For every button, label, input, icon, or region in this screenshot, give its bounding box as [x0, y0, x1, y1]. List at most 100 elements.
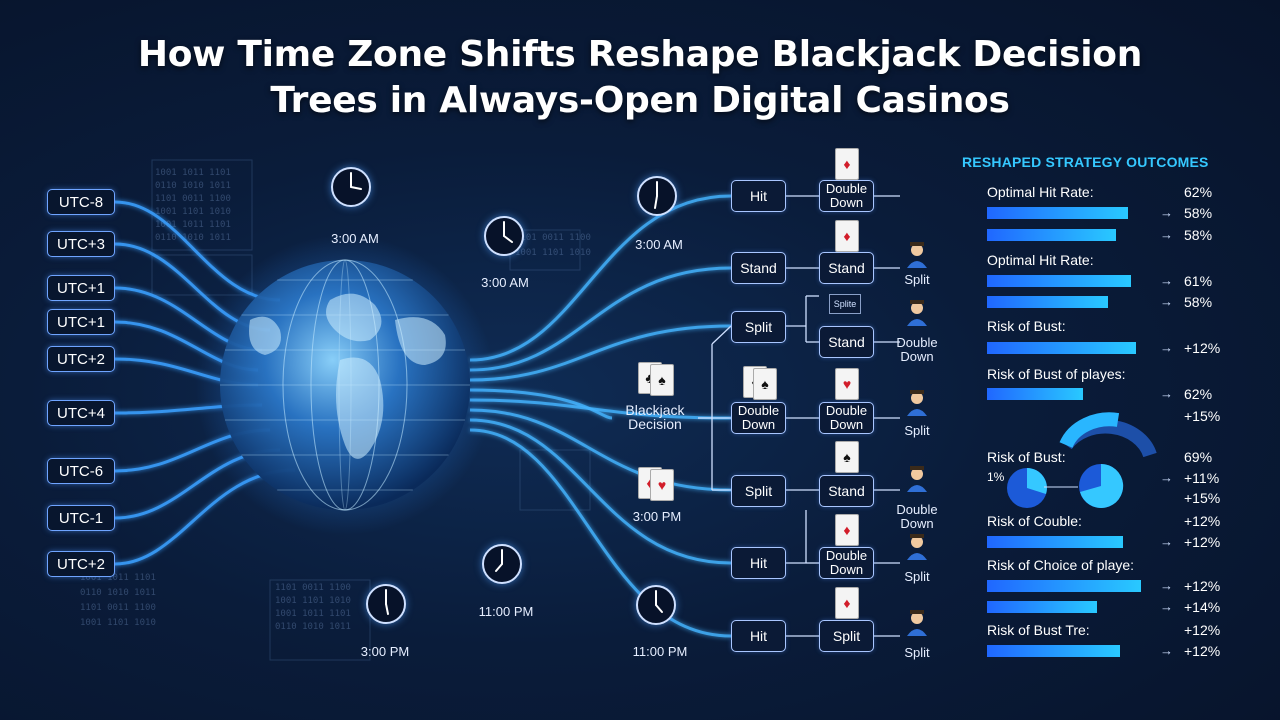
metric-bar [987, 296, 1153, 308]
title-line-1: How Time Zone Shifts Reshape Blackjack D… [137, 34, 1143, 75]
tree-node-hit: Hit [731, 620, 786, 652]
metric-value: +12% [1184, 578, 1221, 594]
metric-bar [987, 580, 1153, 592]
arrow-icon: → [1160, 340, 1173, 355]
svg-text:0110 1010 1011: 0110 1010 1011 [155, 181, 231, 191]
metric-bar-fill [987, 275, 1132, 287]
svg-text:1001 1011 1101: 1001 1011 1101 [275, 609, 351, 619]
metric-bar-fill [987, 536, 1124, 548]
card-icon: ♦ [835, 220, 859, 252]
metric-value: 58% [1184, 205, 1213, 221]
timezone-box: UTC-6 [47, 458, 115, 484]
outcome-label: Split [904, 423, 930, 438]
metric-value: 62% [1184, 184, 1213, 200]
metric-label: Optimal Hit Rate: [987, 252, 1094, 268]
metric-value: 58% [1184, 227, 1213, 243]
page-title: How Time Zone Shifts Reshape Blackjack D… [0, 32, 1280, 124]
tree-node-double-down: Double Down [819, 402, 874, 434]
metric-bar [987, 388, 1153, 400]
clock-label: 3:00 PM [360, 644, 410, 659]
metric-value: +12% [1184, 643, 1221, 659]
metric-label: Risk of Bust Tre: [987, 622, 1090, 638]
svg-text:1001 1101 1010: 1001 1101 1010 [80, 618, 156, 628]
metric-value: 62% [1184, 386, 1213, 402]
metric-bar-fill [987, 207, 1129, 219]
arrow-icon: → [1160, 205, 1173, 220]
panel-title: RESHAPED STRATEGY OUTCOMES [962, 154, 1209, 170]
clock-icon [636, 585, 676, 625]
tree-connectors [698, 195, 900, 637]
timezone-box: UTC-8 [47, 189, 115, 215]
metric-bar [987, 601, 1153, 613]
svg-text:1001 1011 1101: 1001 1011 1101 [155, 220, 231, 230]
metric-bar [987, 275, 1153, 287]
splite-card: Splite [829, 294, 861, 314]
metric-label: Optimal Hit Rate: [987, 184, 1094, 200]
clock-icon [484, 216, 524, 256]
svg-text:0110 1010 1011: 0110 1010 1011 [275, 622, 351, 632]
tree-node-split: Split [731, 475, 786, 507]
outcome-label: Double Down [896, 335, 938, 364]
metric-value: +12% [1184, 513, 1221, 529]
tree-node-stand: Stand [819, 326, 874, 358]
svg-text:1001 1011 1101: 1001 1011 1101 [80, 573, 156, 583]
metric-bar [987, 536, 1153, 548]
metric-label: Risk of Bust of playes: [987, 366, 1126, 382]
clock-label: 3:00 AM [635, 237, 683, 252]
card-icon: ♥ [650, 469, 674, 501]
arrow-icon: → [1160, 599, 1173, 614]
svg-text:1101 0011 1100: 1101 0011 1100 [80, 603, 156, 613]
arrow-icon: → [1160, 273, 1173, 288]
outcome-label: Double Down [896, 502, 938, 531]
clock-label: 11:00 PM [478, 604, 534, 619]
card-icon: ♠ [753, 368, 777, 400]
svg-text:0110 1010 1011: 0110 1010 1011 [155, 233, 231, 243]
tree-node-stand: Stand [731, 252, 786, 284]
metric-bar [987, 645, 1153, 657]
card-icon: ♥ [835, 368, 859, 400]
metric-value: +12% [1184, 340, 1221, 356]
svg-text:1101 0011 1100: 1101 0011 1100 [515, 233, 591, 243]
svg-text:1101 0011 1100: 1101 0011 1100 [155, 194, 231, 204]
outcome-label: Split [904, 272, 930, 287]
tree-node-hit: Hit [731, 547, 786, 579]
svg-text:1101 0011 1100: 1101 0011 1100 [275, 583, 351, 593]
timezone-box: UTC+1 [47, 275, 115, 301]
tree-node-stand: Stand [819, 475, 874, 507]
metric-bar-fill [987, 388, 1084, 400]
clock-label: 3:00 AM [481, 275, 529, 290]
blackjack-decision-label: Blackjack Decision [625, 402, 685, 432]
clock-icon [637, 176, 677, 216]
clock-icon [331, 167, 371, 207]
tree-node-hit: Hit [731, 180, 786, 212]
title-line-2: Trees in Always-Open Digital Casinos [270, 80, 1010, 121]
card-icon: ♦ [835, 587, 859, 619]
metric-value: +12% [1184, 534, 1221, 550]
tree-node-split: Split [819, 620, 874, 652]
metric-value: +15% [1184, 408, 1221, 424]
tree-node-stand: Stand [819, 252, 874, 284]
metric-bar [987, 342, 1153, 354]
metric-value: +11% [1184, 470, 1220, 486]
metric-value: 69% [1184, 449, 1213, 465]
metric-value: +14% [1184, 599, 1221, 615]
clock-label: 11:00 PM [632, 644, 688, 659]
arrow-icon: → [1160, 534, 1173, 549]
metric-value: +12% [1184, 622, 1221, 638]
clock-icon [366, 584, 406, 624]
tree-node-double-down: Double Down [819, 180, 874, 212]
clock-icon [482, 544, 522, 584]
metric-bar-fill [987, 229, 1117, 241]
clock-label: 3:00 PM [632, 509, 682, 524]
arrow-icon: → [1160, 643, 1173, 658]
arrow-icon: → [1160, 227, 1173, 242]
metric-bar-fill [987, 342, 1137, 354]
metric-bar [987, 229, 1153, 241]
outcome-label: Split [904, 569, 930, 584]
arrow-icon: → [1160, 578, 1173, 593]
timezone-box: UTC+2 [47, 346, 115, 372]
svg-text:1001 1101 1010: 1001 1101 1010 [515, 248, 591, 258]
metric-label: Risk of Bust: [987, 449, 1066, 465]
